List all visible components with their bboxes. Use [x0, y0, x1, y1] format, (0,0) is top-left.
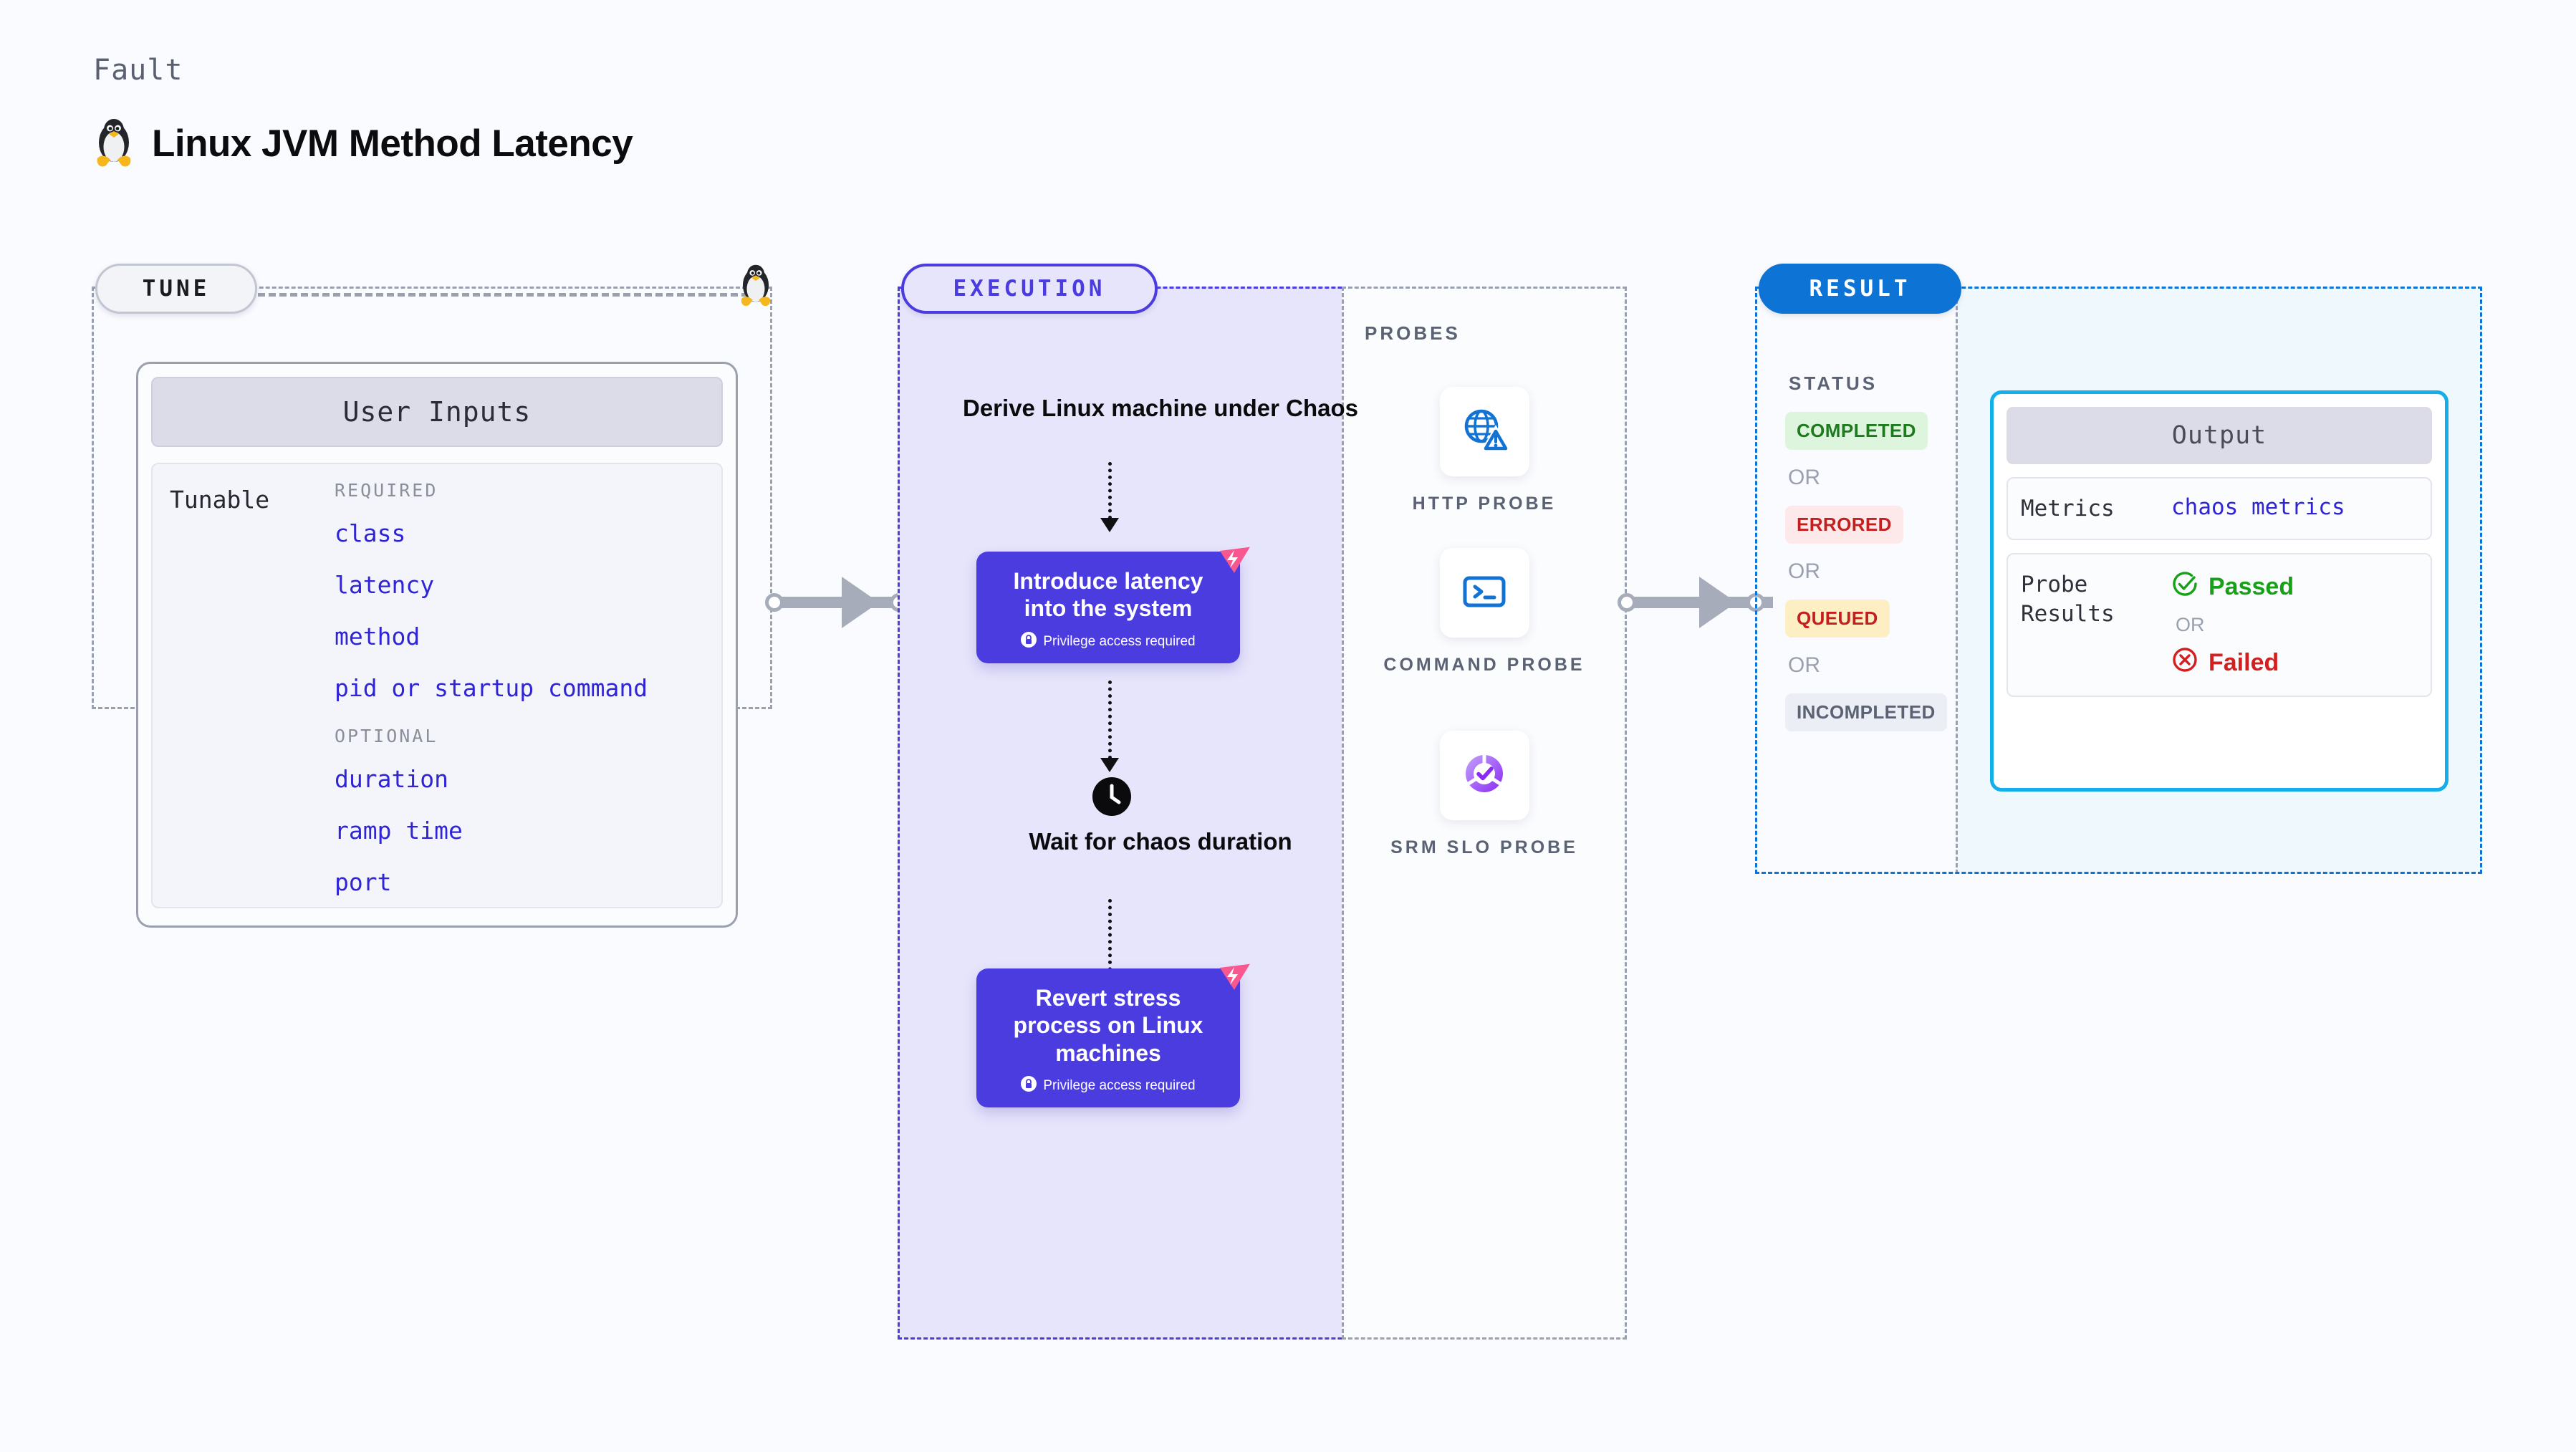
probe-card [1439, 387, 1529, 476]
output-header: Output [2007, 407, 2432, 464]
lock-icon [1021, 1076, 1037, 1096]
tunable-item[interactable]: class [335, 519, 406, 547]
probe-card [1439, 731, 1529, 820]
output-row-metrics: Metrics chaos metrics [2007, 477, 2432, 541]
tunable-label: Tunable [170, 486, 270, 514]
result-badge[interactable]: RESULT [1759, 264, 1961, 314]
probe-result-passed: Passed [2171, 570, 2294, 604]
tune-linux-penguin-icon [738, 264, 774, 312]
or-separator: OR [1788, 653, 1820, 677]
user-inputs-card: User Inputs Tunable REQUIRED class laten… [136, 362, 738, 928]
tunable-item[interactable]: duration [335, 765, 448, 793]
metrics-label: Metrics [2021, 496, 2115, 521]
or-separator: OR [2176, 614, 2205, 636]
tunable-list: REQUIRED class latency method pid or sta… [335, 480, 721, 907]
tunable-item[interactable]: method [335, 622, 420, 650]
fault-kicker: Fault [93, 54, 183, 87]
tunable-item[interactable]: pid or startup command [335, 674, 648, 702]
execution-block-revert-stress[interactable]: Revert stress process on Linux machines … [976, 963, 1250, 1108]
status-badge-errored: ERRORED [1785, 506, 1903, 544]
status-badge-incompleted: INCOMPLETED [1785, 693, 1947, 731]
probe-item-command[interactable]: COMMAND PROBE [1342, 548, 1627, 678]
or-separator: OR [1788, 559, 1820, 583]
connector-dot [765, 593, 784, 612]
globe-warning-icon [1458, 404, 1512, 459]
group-title-required: REQUIRED [335, 480, 438, 501]
clock-icon [1092, 777, 1131, 819]
execution-block-title: Revert stress process on Linux machines [1013, 985, 1203, 1066]
flow-arrowhead [1100, 518, 1119, 532]
probe-card [1439, 548, 1529, 638]
status-badge-queued: QUEUED [1785, 600, 1890, 638]
lock-icon [1021, 631, 1037, 652]
privilege-note: Privilege access required [989, 631, 1227, 652]
execution-block-title: Introduce latency into the system [1013, 568, 1203, 622]
execution-block-introduce-latency[interactable]: Introduce latency into the system Privil… [976, 547, 1250, 663]
connector-arrowhead [1699, 577, 1736, 628]
linux-penguin-icon [93, 118, 135, 168]
output-card: Output Metrics chaos metrics Probe Resul… [1990, 390, 2448, 792]
check-circle-icon [2171, 570, 2198, 604]
or-separator: OR [1788, 466, 1820, 489]
connector-arrowhead [842, 577, 879, 628]
tune-badge[interactable]: TUNE [95, 264, 257, 314]
tunable-row: Tunable REQUIRED class latency method pi… [151, 463, 723, 908]
privilege-note-text: Privilege access required [1043, 1078, 1196, 1094]
x-circle-icon [2171, 646, 2198, 680]
probes-title: PROBES [1365, 322, 1461, 344]
chaos-icon [1213, 539, 1252, 578]
privilege-note-text: Privilege access required [1043, 633, 1196, 649]
connector-dot [1618, 593, 1636, 612]
metrics-value[interactable]: chaos metrics [2171, 494, 2345, 520]
tunable-item[interactable]: latency [335, 571, 435, 599]
probe-label: HTTP PROBE [1412, 494, 1557, 514]
result-panel [1755, 287, 2482, 874]
probe-item-srm-slo[interactable]: SRM SLO PROBE [1342, 731, 1627, 860]
flow-connector [1108, 899, 1112, 978]
probe-result-failed-label: Failed [2209, 649, 2279, 677]
output-row-probe-results: Probe Results Passed OR [2007, 553, 2432, 698]
group-title-optional: OPTIONAL [335, 726, 438, 746]
tunable-item[interactable]: port [335, 868, 392, 896]
user-inputs-header: User Inputs [151, 377, 723, 447]
probe-item-http[interactable]: HTTP PROBE [1342, 387, 1627, 516]
probe-label: SRM SLO PROBE [1390, 837, 1578, 857]
probe-results-values: Passed OR Failed [2171, 570, 2294, 680]
execution-step-wait: Wait for chaos duration [1029, 828, 1292, 855]
probe-result-failed: Failed [2171, 646, 2294, 680]
chaos-icon [1213, 956, 1252, 995]
flow-arrowhead [1100, 758, 1119, 772]
flow-connector [1108, 681, 1112, 759]
status-list: COMPLETED OR ERRORED OR QUEUED OR INCOMP… [1785, 412, 1964, 731]
status-title: STATUS [1789, 372, 1878, 394]
tune-leader-line [258, 293, 759, 297]
page-title: Linux JVM Method Latency [152, 122, 633, 165]
probe-result-passed-label: Passed [2209, 573, 2294, 601]
status-badge-completed: COMPLETED [1785, 412, 1928, 450]
probe-results-label: Probe Results [2021, 572, 2115, 627]
execution-step-derive: Derive Linux machine under Chaos [963, 395, 1358, 421]
slo-donut-check-icon [1458, 748, 1510, 803]
execution-badge[interactable]: EXECUTION [901, 264, 1158, 314]
flow-connector [1108, 462, 1112, 519]
page-title-row: Linux JVM Method Latency [93, 118, 633, 168]
privilege-note: Privilege access required [989, 1076, 1227, 1096]
terminal-icon [1458, 565, 1510, 620]
tunable-item[interactable]: ramp time [335, 817, 463, 845]
probe-label: COMMAND PROBE [1383, 655, 1585, 675]
